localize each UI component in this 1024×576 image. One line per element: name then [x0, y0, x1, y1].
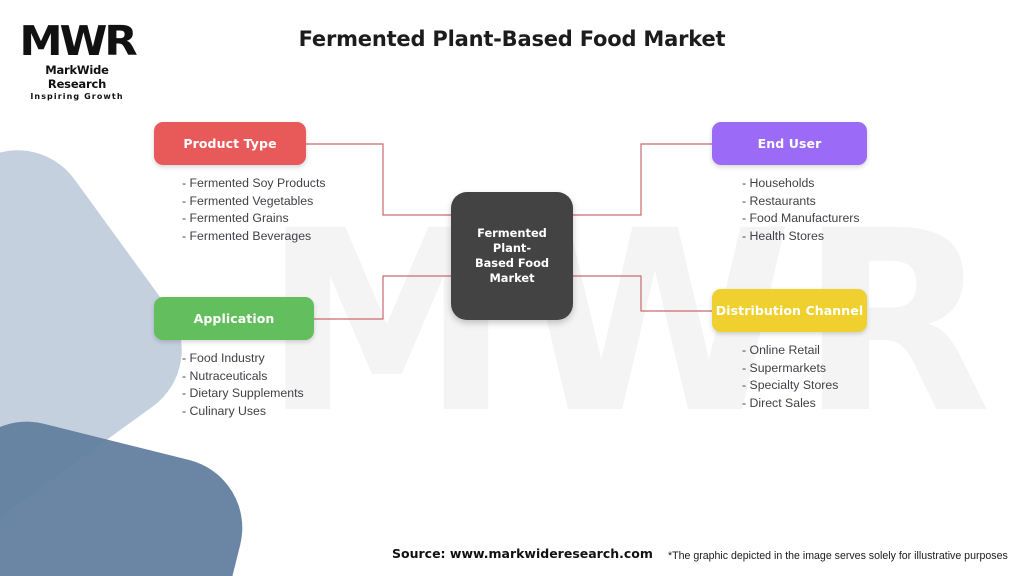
branch-header-end-user[interactable]: End User	[712, 122, 867, 165]
branch-header-product-type[interactable]: Product Type	[154, 122, 306, 165]
branch-header-application[interactable]: Application	[154, 297, 314, 340]
connector-distribution-channel	[573, 275, 712, 312]
decorative-shape-dark	[0, 406, 258, 576]
connector-application	[314, 275, 451, 320]
center-node-label-line1: Fermented Plant-	[477, 226, 547, 255]
branch-distribution-channel: Distribution Channel - Online Retail - S…	[712, 289, 867, 412]
list-item: - Online Retail	[742, 343, 820, 357]
list-item: - Households	[742, 176, 815, 190]
connector-end-user	[573, 143, 712, 216]
list-item: - Culinary Uses	[182, 403, 267, 418]
branch-list-application: - Food Industry - Nutraceuticals - Dieta…	[154, 350, 314, 420]
list-item: - Fermented Grains	[182, 211, 289, 225]
branch-list-distribution-channel: - Online Retail - Supermarkets - Special…	[712, 342, 867, 412]
list-item: - Fermented Vegetables	[182, 193, 314, 208]
branch-application: Application - Food Industry - Nutraceuti…	[154, 297, 314, 420]
center-node-label-line2: Based Food Market	[474, 256, 550, 285]
center-node-label: Fermented Plant- Based Food Market	[451, 226, 573, 286]
list-item: - Restaurants	[742, 193, 816, 208]
list-item: - Dietary Supplements	[182, 386, 304, 400]
list-item: - Health Stores	[742, 228, 825, 243]
connector-product-type	[306, 143, 451, 216]
list-item: - Direct Sales	[742, 395, 816, 410]
footer-disclaimer: *The graphic depicted in the image serve…	[668, 550, 1008, 562]
list-item: - Supermarkets	[742, 360, 827, 375]
footer-source: Source: www.markwideresearch.com	[392, 546, 653, 561]
branch-end-user: End User - Households - Restaurants - Fo…	[712, 122, 867, 245]
list-item: - Fermented Beverages	[182, 228, 312, 243]
branch-list-end-user: - Households - Restaurants - Food Manufa…	[712, 175, 867, 245]
list-item: - Nutraceuticals	[182, 368, 268, 383]
list-item: - Specialty Stores	[742, 378, 839, 392]
brand-logo: MWR MarkWide Research Inspiring Growth	[16, 21, 138, 101]
logo-tagline: Inspiring Growth	[30, 91, 124, 101]
branch-product-type: Product Type - Fermented Soy Products - …	[154, 122, 326, 245]
watermark-logo-text: MWR	[262, 176, 998, 468]
list-item: - Food Industry	[182, 351, 265, 365]
logo-company-name: MarkWide Research	[45, 62, 109, 91]
branch-header-distribution-channel[interactable]: Distribution Channel	[712, 289, 867, 332]
list-item: - Fermented Soy Products	[182, 176, 326, 190]
page-title: Fermented Plant-Based Food Market	[298, 27, 726, 51]
branch-list-product-type: - Fermented Soy Products - Fermented Veg…	[154, 175, 326, 245]
list-item: - Food Manufacturers	[742, 211, 860, 225]
logo-monogram-icon: MWR	[19, 17, 137, 65]
center-node[interactable]: Fermented Plant- Based Food Market	[451, 192, 573, 320]
